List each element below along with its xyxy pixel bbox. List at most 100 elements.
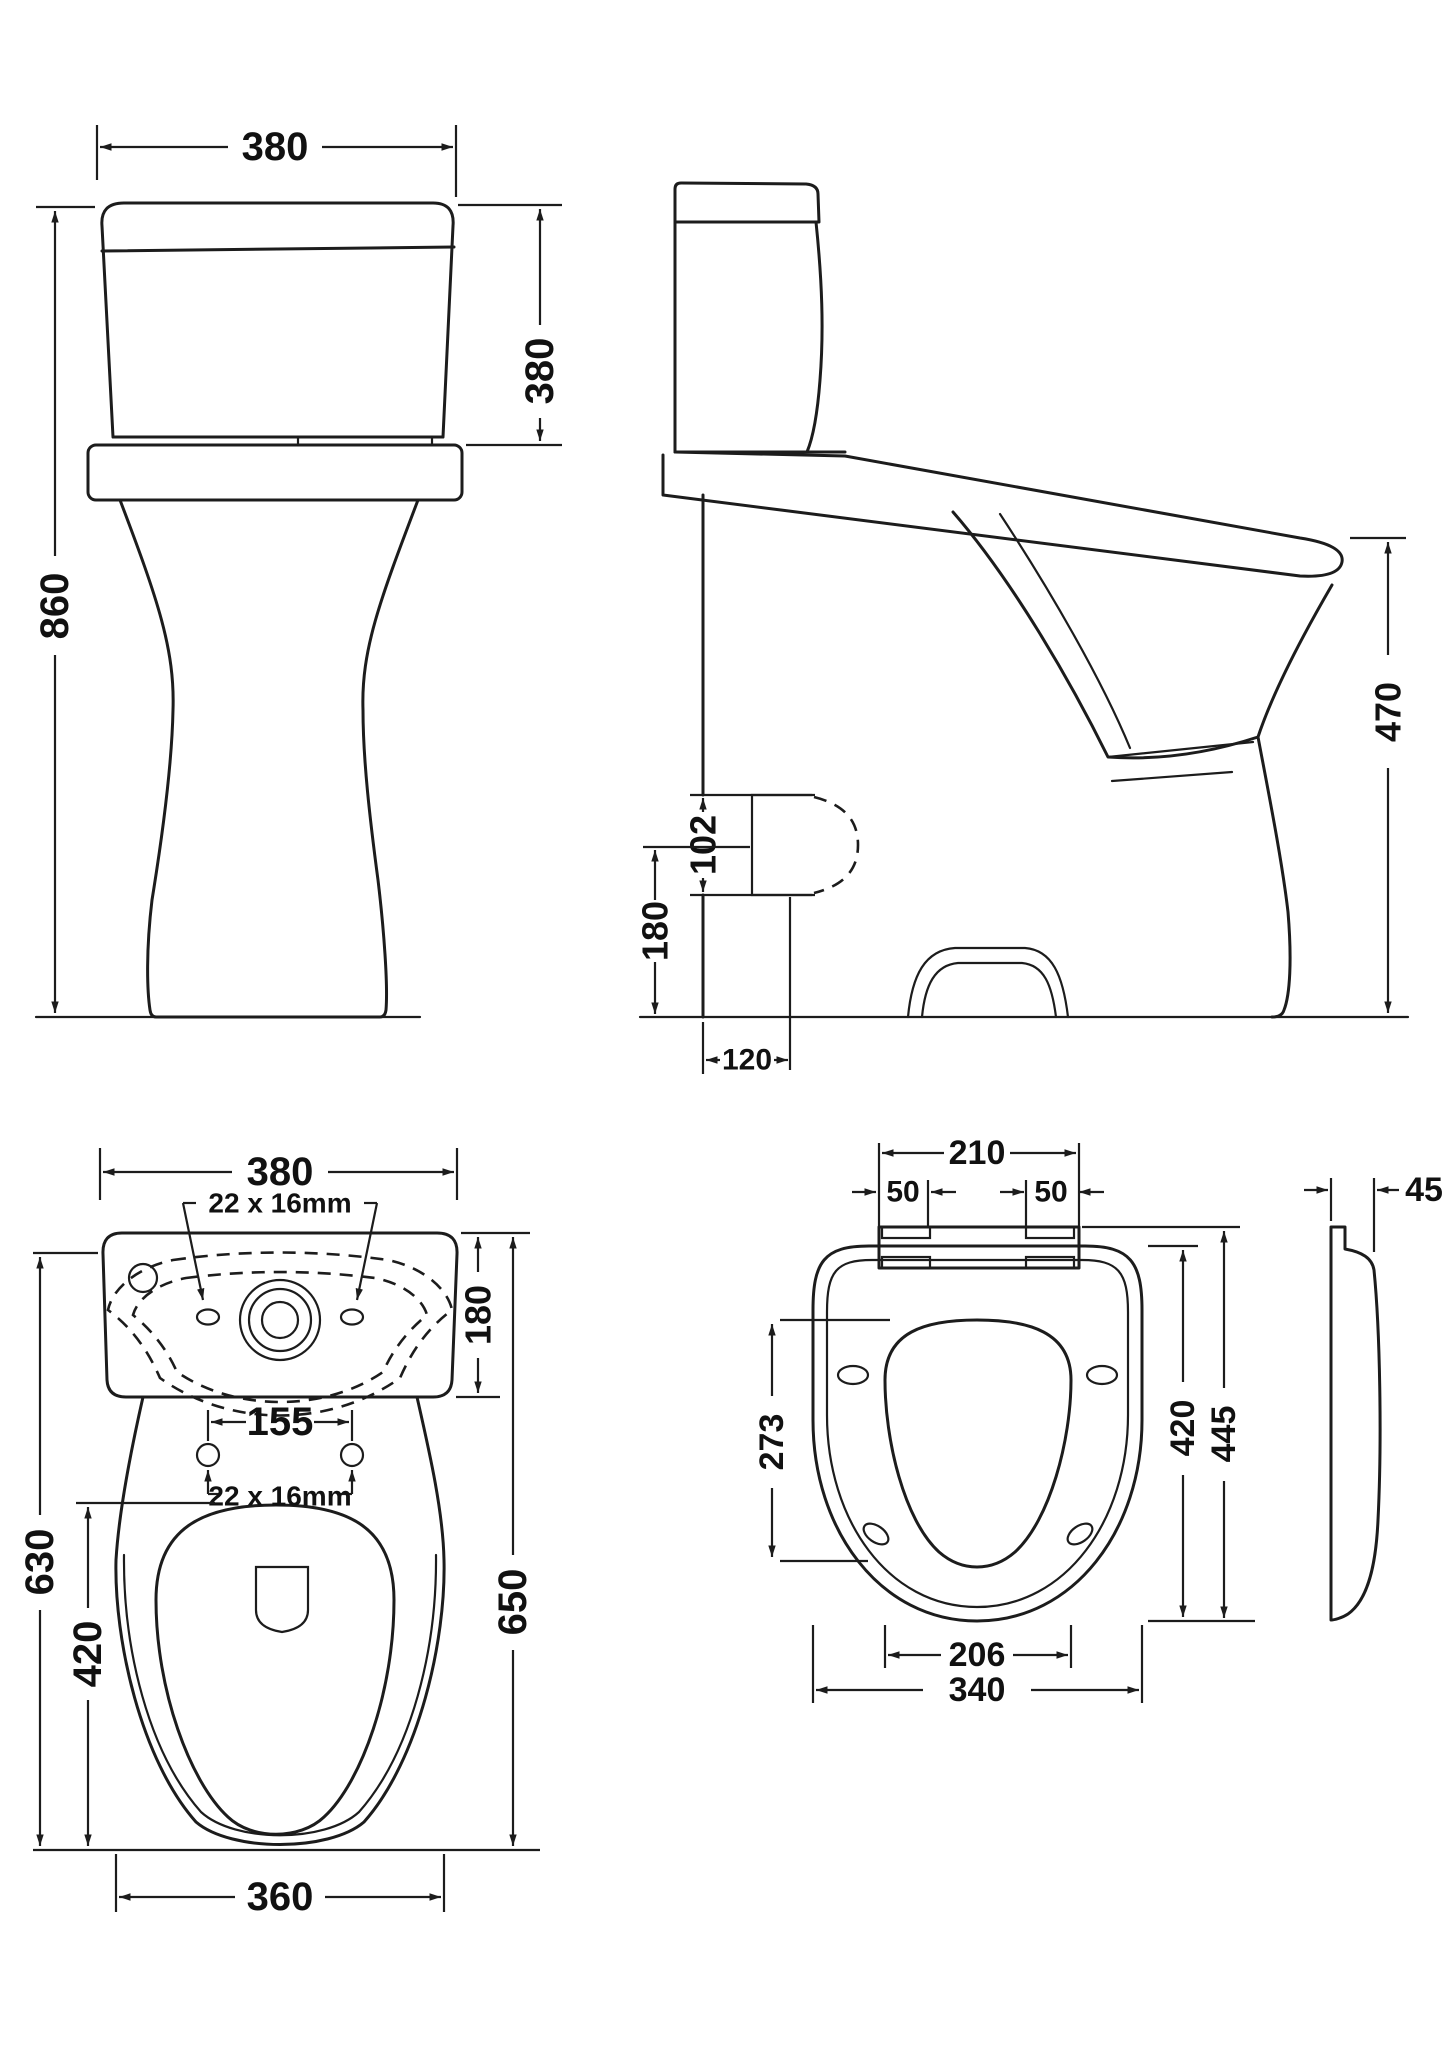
dim-plan-bowl-width: 360 <box>114 1854 446 1919</box>
plan-fixing-oval-left <box>195 1308 221 1326</box>
seat-outer-outline <box>811 1244 1144 1623</box>
plan-flush-inlet-shield <box>254 1565 310 1634</box>
seat-opening-outline <box>883 1318 1073 1569</box>
dim-seat-width-label: 340 <box>949 1671 1006 1709</box>
side-outlet-spigot-dashed <box>813 795 860 895</box>
dim-seat-hinge-right-width-label: 50 <box>1034 1176 1067 1209</box>
side-bowl-underside <box>951 510 1260 760</box>
dim-front-width-label: 380 <box>242 125 309 169</box>
dim-plan-cistern-depth: 180 <box>456 1231 530 1399</box>
dim-seat-hinge-left-width-label: 50 <box>886 1176 919 1209</box>
seat-hinge-tab-tl <box>880 1225 932 1240</box>
plan-button-small-circle <box>127 1262 159 1294</box>
side-base-trap-inner <box>920 961 1058 1019</box>
dim-plan-width: 380 <box>98 1148 459 1200</box>
dim-seat-fixing-span: 206 <box>883 1625 1073 1674</box>
dim-front-width: 380 <box>95 125 458 197</box>
plan-flush-circle-mid <box>247 1287 313 1353</box>
plan-fixing-oval-right <box>339 1308 365 1326</box>
dim-side-outlet: 102 <box>683 793 815 897</box>
dim-seat-overall-length-label: 445 <box>1205 1406 1243 1463</box>
plan-lid-dashed-outer <box>106 1251 454 1417</box>
dim-plan-length-outer-label: 630 <box>18 1529 62 1596</box>
dim-plan-bowl-width-label: 360 <box>247 1875 314 1919</box>
note-plan-holes-top: 22 x 16mm <box>181 1188 379 1301</box>
dim-seat-lid-thickness-label: 45 <box>1405 1171 1443 1209</box>
dim-plan-hole-spacing-label: 155 <box>247 1400 314 1444</box>
seat-hinge-tab-br <box>1024 1255 1076 1270</box>
side-seat-plate <box>661 450 1344 578</box>
plan-lid-dashed-inner <box>131 1270 429 1404</box>
dim-seat-overall-length: 445 <box>1082 1225 1243 1618</box>
dim-plan-overall-length-label: 650 <box>491 1569 535 1636</box>
seat-profile-view: 45 <box>1304 1171 1443 1622</box>
dim-plan-length-outer: 630 <box>18 1251 98 1846</box>
dim-plan-overall-length: 650 <box>491 1237 535 1846</box>
plan-bowl-opening <box>154 1503 396 1836</box>
front-cistern-lid-line <box>100 245 456 253</box>
plan-flush-circle-outer <box>238 1278 322 1362</box>
plan-flush-circle-inner <box>260 1300 300 1340</box>
leader <box>355 1202 379 1301</box>
dim-side-outlet-height-label: 180 <box>635 901 676 961</box>
dim-seat-hinge-span: 210 <box>877 1134 1081 1227</box>
plan-bowl-rim-inner <box>122 1553 438 1837</box>
side-lid-outline <box>673 181 821 224</box>
dim-seat-length-label: 420 <box>1164 1400 1202 1457</box>
dim-seat-lid-thickness: 45 <box>1304 1171 1443 1252</box>
seat-hinge-tab-bl <box>880 1255 932 1270</box>
seat-hinge-tab-tr <box>1024 1225 1076 1240</box>
dim-seat-opening-length: 273 <box>753 1318 890 1563</box>
dim-side-outlet-label: 102 <box>683 815 724 875</box>
side-outlet-box <box>750 793 814 897</box>
seat-view: 210 50 50 273 420 <box>753 1134 1255 1709</box>
dim-plan-cistern-depth-label: 180 <box>458 1285 499 1345</box>
dim-front-total-height-label: 860 <box>33 573 77 640</box>
plan-seat-hole-right <box>339 1442 365 1468</box>
dim-side-setout-label: 120 <box>722 1044 772 1077</box>
dim-plan-width-label: 380 <box>247 1150 314 1194</box>
seat-slot-upper-right <box>1085 1364 1119 1386</box>
dim-seat-fixing-span-label: 206 <box>949 1636 1006 1674</box>
side-trap-line-1 <box>1106 740 1255 759</box>
seat-slot-upper-left <box>836 1364 870 1386</box>
seat-slot-lower-right <box>1066 1522 1094 1546</box>
dim-seat-hinge-left-width: 50 <box>852 1176 956 1227</box>
side-trap-line-2 <box>1110 770 1234 783</box>
plan-view: 380 22 x 16mm 180 155 <box>18 1148 540 1919</box>
leader <box>181 1202 205 1301</box>
dim-side-seat-height-label: 470 <box>1368 682 1409 742</box>
side-tank-outline <box>673 220 847 454</box>
side-bowl-front <box>1256 583 1334 1019</box>
dim-side-setout: 120 <box>701 897 792 1077</box>
note-plan-holes-top-label: 22 x 16mm <box>208 1188 351 1219</box>
dim-seat-hinge-span-label: 210 <box>949 1134 1006 1172</box>
dim-seat-hinge-right-width: 50 <box>1000 1176 1104 1227</box>
dim-front-total-height: 860 <box>33 205 95 1013</box>
note-plan-holes-bottom-label: 22 x 16mm <box>208 1481 351 1512</box>
plan-seat-hole-left <box>195 1442 221 1468</box>
front-view: 380 860 380 <box>33 125 562 1019</box>
side-bowl-inner-line <box>998 512 1132 750</box>
dim-seat-width: 340 <box>811 1625 1144 1709</box>
dim-front-cistern-height: 380 <box>458 203 562 447</box>
dim-side-seat-height: 470 <box>1350 536 1409 1013</box>
dim-seat-opening-length-label: 273 <box>753 1414 791 1471</box>
front-pedestal-outline <box>118 498 420 1019</box>
dim-side-outlet-height: 180 <box>635 845 750 1014</box>
seat-slot-lower-left <box>862 1522 890 1546</box>
note-plan-holes-bottom: 22 x 16mm <box>204 1470 356 1512</box>
plan-cistern-outline <box>101 1231 459 1399</box>
side-base-trap-outer <box>906 946 1070 1019</box>
front-cistern-outline <box>100 201 455 439</box>
seat-lid-inner-line <box>825 1258 1130 1609</box>
dim-plan-hole-spacing: 155 <box>206 1400 354 1444</box>
dim-plan-opening-length-label: 420 <box>66 1621 110 1688</box>
front-seat-plate <box>86 443 464 502</box>
dim-seat-length: 420 <box>1148 1244 1255 1623</box>
dim-front-cistern-height-label: 380 <box>518 338 562 405</box>
plan-bowl-outline <box>114 1395 446 1846</box>
side-view: 102 180 120 470 <box>635 181 1410 1077</box>
